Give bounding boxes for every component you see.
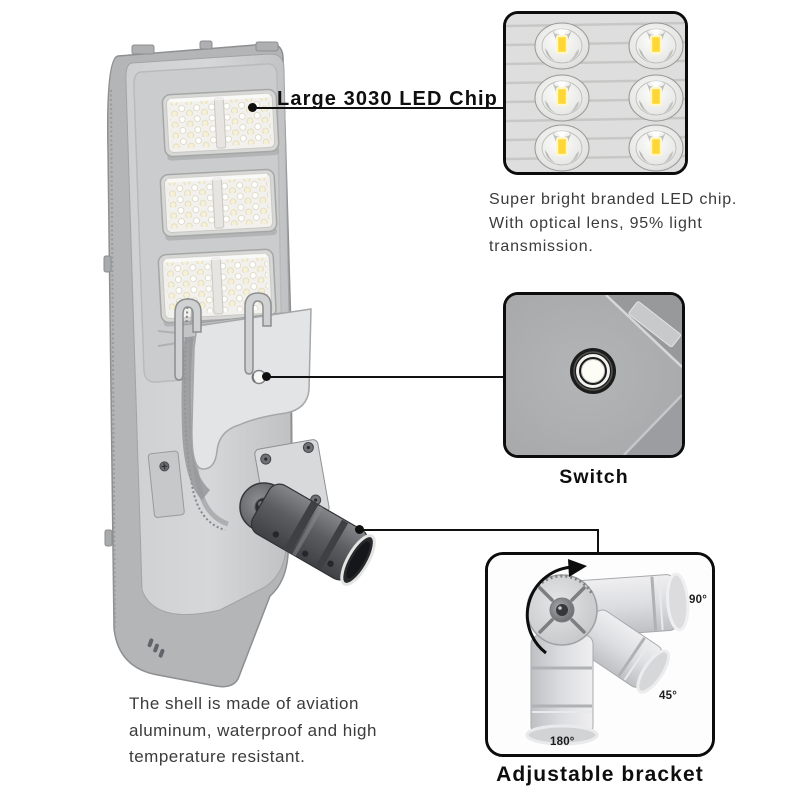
pole-arm <box>250 483 376 586</box>
switch-callout-dot <box>262 372 271 381</box>
switch-callout-line <box>266 376 503 378</box>
top-tab <box>131 44 155 55</box>
bracket-hub <box>526 574 598 646</box>
led-module-1 <box>161 88 280 161</box>
adjustable-bracket-illustration <box>488 555 712 754</box>
side-plate <box>147 450 185 518</box>
switch-inset-photo <box>503 292 685 458</box>
top-tab <box>255 41 279 52</box>
led-lens <box>628 124 684 172</box>
knurled-edge <box>110 89 116 631</box>
bracket-callout-dot <box>355 525 364 534</box>
led-chip-inset-photo <box>503 11 688 175</box>
rear-bracket-plate <box>174 308 312 500</box>
led-chip-callout-label: Large 3030 LED Chip <box>277 88 498 110</box>
led-lens <box>534 22 590 70</box>
shell-note: The shell is made of aviation aluminum, … <box>129 694 377 766</box>
side-tab <box>104 529 113 547</box>
led-chip-callout-line <box>252 107 505 109</box>
vent-slots <box>147 638 165 658</box>
rotation-arrow <box>525 559 587 655</box>
led-chip-description: Super bright branded LED chip. With opti… <box>489 191 738 255</box>
switch-closeup <box>506 295 682 455</box>
street-light-illustration <box>103 40 376 688</box>
led-lens <box>534 74 590 122</box>
led-lens <box>628 74 684 122</box>
led-module-2 <box>159 168 278 241</box>
bracket-inset-photo: 90° 45° 180° <box>485 552 715 757</box>
top-tab <box>199 40 213 50</box>
switch-button[interactable] <box>570 348 616 394</box>
bracket-arm-180 <box>525 634 599 746</box>
angle-45-label: 45° <box>659 690 677 702</box>
led-lens <box>628 22 684 70</box>
side-tab <box>103 255 112 273</box>
bracket-callout-line-h <box>359 529 599 531</box>
bracket-caption: Adjustable bracket <box>496 763 704 786</box>
mounting-hook-right <box>244 292 272 375</box>
led-chip-callout-dot <box>248 103 257 112</box>
bracket-callout-line-v <box>597 529 599 555</box>
angle-90-label: 90° <box>689 594 707 606</box>
angle-180-label: 180° <box>550 736 575 748</box>
switch-caption: Switch <box>559 466 629 488</box>
led-lens-array <box>506 14 685 172</box>
mounting-hook-left <box>174 298 202 381</box>
led-lens <box>534 124 590 172</box>
